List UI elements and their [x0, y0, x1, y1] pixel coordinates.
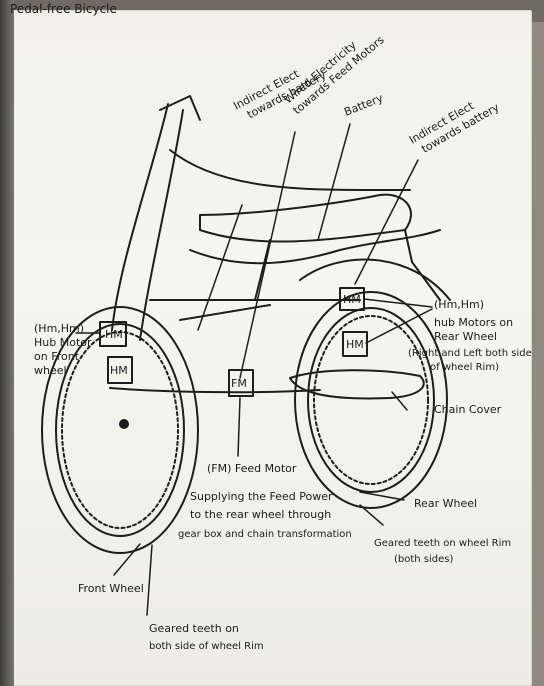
label-geared-front-a: Geared teeth on [149, 622, 239, 635]
label-hm-rear-e: of wheel Rim) [430, 362, 499, 373]
label-hm-rear-a: (Hm,Hm) [434, 298, 484, 311]
label-hm-rear-c: Rear Wheel [434, 330, 497, 343]
chain-stay [110, 388, 320, 392]
leader-2 [240, 132, 295, 378]
label-feed-desc-c: gear box and chain transformation [178, 529, 352, 540]
rear-wheel-inner [308, 308, 434, 492]
leader-4 [355, 160, 418, 284]
rear-fender [300, 260, 450, 300]
label-hm-front-c: on Front [34, 350, 80, 363]
fork-line-1 [112, 104, 168, 330]
leader-7 [366, 309, 432, 343]
leader-9 [360, 492, 404, 500]
label-hm-front-d: wheel [34, 364, 67, 377]
label-battery: Battery [342, 91, 385, 118]
leader-13 [147, 545, 152, 615]
label-hm-front-a: (Hm,Hm) [34, 322, 84, 335]
label-rear-wheel: Rear Wheel [414, 497, 477, 510]
label-geared-rear-a: Geared teeth on wheel Rim [374, 538, 511, 549]
label-geared-front-b: both side of wheel Rim [149, 641, 264, 652]
leader-8 [392, 392, 407, 410]
label-hm-front-b: Hub Motor [34, 336, 92, 349]
leader-11 [238, 398, 240, 456]
label-front-wheel: Front Wheel [78, 582, 144, 595]
seat-post [255, 240, 270, 300]
leader-3 [318, 124, 350, 240]
front-hub [120, 420, 128, 428]
box-label-hm-rear: HM [343, 293, 361, 306]
box-label-hm-rear-2: HM [346, 338, 364, 351]
label-feed-desc-a: Supplying the Feed Power [190, 490, 333, 503]
rear-wheel-outer [295, 292, 447, 508]
box-label-fm: FM [231, 377, 247, 390]
box-label-hm-front: HM [105, 328, 123, 341]
leader-12 [114, 544, 140, 575]
label-feed-motor: (FM) Feed Motor [207, 462, 297, 475]
label-geared-rear-b: (both sides) [394, 554, 454, 565]
label-hm-rear-b: hub Motors on [434, 316, 513, 329]
label-chain-cover: Chain Cover [434, 403, 502, 416]
leader-6 [364, 299, 432, 307]
fork-line-2 [140, 110, 183, 340]
label-feed-desc-b: to the rear wheel through [190, 508, 331, 521]
label-hm-rear-d: (Right and Left both side [408, 348, 532, 359]
handlebar [160, 96, 200, 120]
front-wheel-teeth [62, 332, 178, 528]
box-label-hm-front-2: HM [110, 364, 128, 377]
frame-rear-a [405, 230, 440, 300]
